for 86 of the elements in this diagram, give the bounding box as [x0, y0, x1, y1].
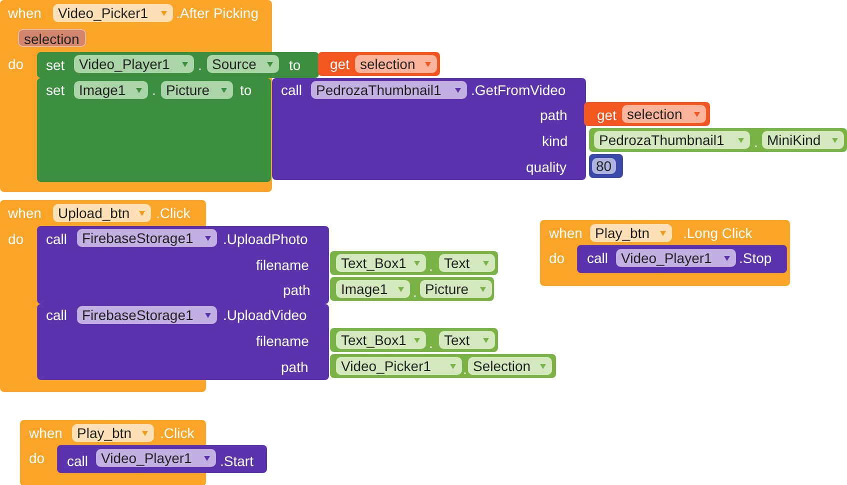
- dropdown: Text_Box1: [336, 331, 426, 349]
- block-label: call: [67, 453, 88, 469]
- getter-block: [584, 102, 710, 126]
- block-label: .GetFromVideo: [471, 82, 566, 98]
- dropdown: Video_Picker1: [336, 357, 462, 375]
- dropdown: Image1: [74, 81, 148, 99]
- number-block: [589, 154, 623, 178]
- block-label: .Stop: [739, 250, 772, 266]
- block-label: get: [330, 56, 350, 72]
- dropdown: Picture: [420, 280, 492, 298]
- block-label: .Click: [160, 425, 194, 441]
- dropdown: Picture: [161, 81, 233, 99]
- dropdown: MiniKind: [762, 131, 844, 149]
- block-label: .: [429, 258, 433, 274]
- property-block: [589, 128, 847, 152]
- block-label: .: [754, 134, 758, 150]
- dropdown: FirebaseStorage1: [77, 229, 217, 247]
- block-label: path: [281, 359, 308, 375]
- method-call-block: [37, 304, 329, 380]
- block-label: call: [46, 231, 68, 247]
- block-label: .Click: [156, 205, 190, 221]
- block-label: filename: [256, 257, 309, 273]
- block-label: to: [240, 82, 252, 98]
- property-block: [330, 328, 498, 352]
- dropdown: Play_btn: [590, 224, 672, 242]
- method-call-block: [57, 445, 267, 473]
- dropdown: Video_Picker1: [53, 4, 173, 22]
- method-call-block: [37, 226, 329, 304]
- block-label: .UploadVideo: [223, 307, 307, 323]
- dropdown: Image1: [336, 280, 410, 298]
- block-label: .Start: [220, 453, 254, 469]
- block-label: .: [413, 284, 417, 300]
- block-label: do: [8, 231, 24, 247]
- block-label: .: [463, 361, 467, 377]
- dropdown: PedrozaThumbnail1: [311, 81, 467, 99]
- block-label: when: [8, 205, 42, 221]
- dropdown: Source: [207, 55, 279, 73]
- block-label: set: [46, 57, 65, 73]
- dropdown: Selection: [468, 357, 552, 375]
- setter-block: [37, 52, 319, 78]
- block-label: call: [281, 82, 302, 98]
- block-label: set: [46, 82, 65, 98]
- property-block: [330, 277, 494, 301]
- dropdown: selection: [622, 105, 706, 123]
- block-label: path: [540, 107, 568, 123]
- property-block: [330, 354, 556, 378]
- dropdown: Video_Player1: [616, 249, 736, 267]
- dropdown: PedrozaThumbnail1: [594, 131, 750, 149]
- block-label: when: [8, 5, 42, 21]
- dropdown: Text_Box1: [336, 254, 426, 272]
- block-label: to: [289, 57, 301, 73]
- method-call-block: [577, 245, 787, 273]
- method-call-block: [272, 78, 586, 180]
- block-label: call: [587, 250, 608, 266]
- event-block: [540, 220, 790, 286]
- block-label: .Long Click: [683, 225, 752, 241]
- block-label: call: [46, 307, 68, 323]
- block-label: when: [549, 225, 582, 241]
- block-label: path: [283, 282, 310, 298]
- dropdown: Video_Player1: [74, 55, 194, 73]
- number-field: 80: [592, 158, 616, 174]
- block-label: do: [8, 56, 24, 72]
- parameter-chip: selection: [18, 29, 86, 47]
- setter-block: [37, 78, 271, 182]
- block-label: .After Picking: [176, 5, 258, 21]
- getter-block: [318, 52, 440, 76]
- dropdown: Play_btn: [72, 424, 154, 442]
- dropdown: FirebaseStorage1: [77, 306, 217, 324]
- block-label: .: [152, 82, 156, 98]
- block-label: do: [549, 250, 565, 266]
- block-label: .UploadPhoto: [223, 231, 308, 247]
- block-label: quality: [526, 159, 566, 175]
- dropdown: Video_Player1: [96, 449, 216, 467]
- dropdown: Text: [439, 331, 495, 349]
- block-label: get: [597, 107, 616, 123]
- dropdown: selection: [355, 55, 437, 73]
- dropdown: Text: [439, 254, 495, 272]
- event-block: [0, 0, 272, 192]
- block-label: kind: [542, 133, 568, 149]
- block-label: filename: [256, 333, 309, 349]
- block-label: when: [29, 425, 62, 441]
- dropdown: Upload_btn: [53, 204, 151, 222]
- block-label: .: [429, 335, 433, 351]
- property-block: [330, 251, 498, 275]
- block-label: do: [29, 450, 45, 466]
- block-label: .: [198, 57, 202, 73]
